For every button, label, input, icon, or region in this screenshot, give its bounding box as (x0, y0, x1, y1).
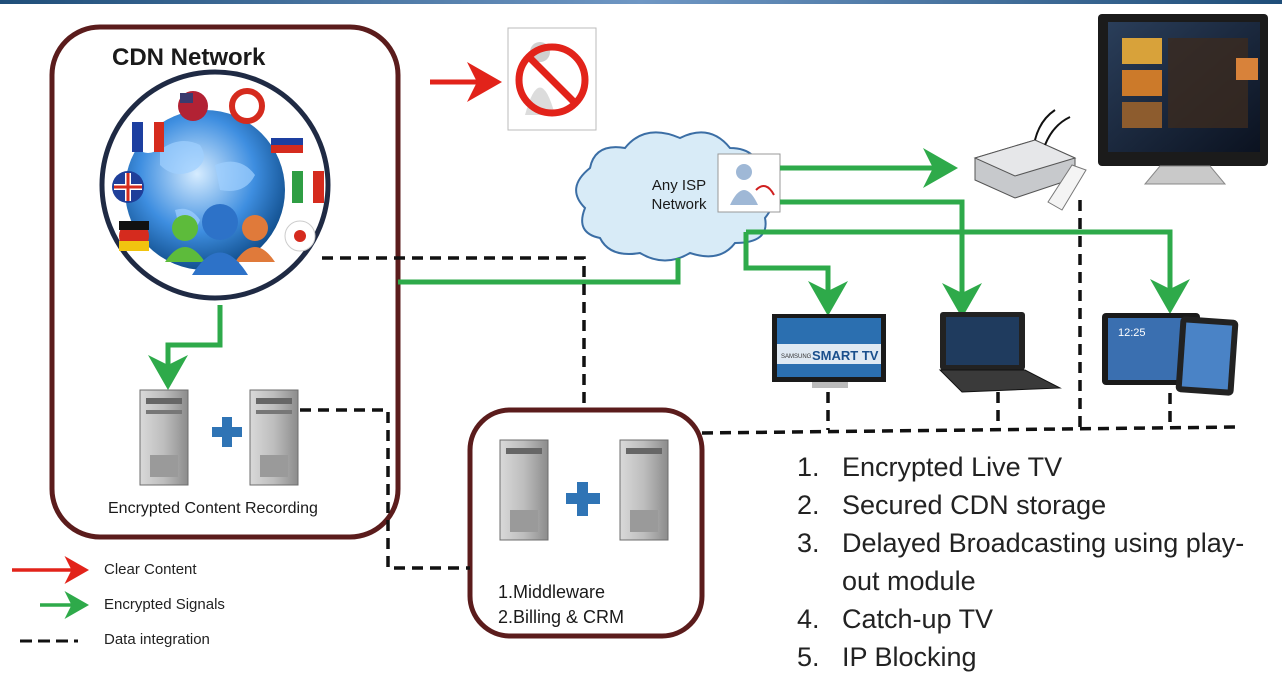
middleware-box (467, 407, 705, 639)
legend-encrypted-signals: Encrypted Signals (104, 596, 225, 613)
recording-server-2-icon (249, 389, 299, 486)
feature-item: 5.IP Blocking (797, 642, 977, 672)
middleware-server-1-icon (499, 439, 549, 541)
middleware-line2: 2.Billing & CRM (498, 607, 625, 627)
smart-tv-icon: SAMSUNG SMART TV (772, 314, 886, 388)
features-list: 1.Encrypted Live TV 2.Secured CDN storag… (797, 448, 1262, 676)
recording-label: Encrypted Content Recording (108, 500, 318, 517)
middleware-server-2-icon (619, 439, 669, 541)
top-accent-bar (0, 0, 1282, 4)
feature-item: 4.Catch-up TV (797, 604, 994, 634)
tablet-icon: 12:25 (1102, 313, 1239, 396)
middleware-line1: 1.Middleware (498, 582, 606, 602)
recording-server-1-icon (139, 389, 189, 486)
isp-network-label: Any ISP Network (624, 176, 734, 214)
smart-tv-brand: SAMSUNG (781, 354, 812, 360)
set-top-box-icon (973, 109, 1077, 199)
plus-icon (566, 482, 600, 516)
middleware-label: 1.Middleware 2.Billing & CRM (498, 580, 624, 630)
smart-tv-logo: SMART TV (812, 348, 879, 363)
feature-item: 2.Secured CDN storage (797, 490, 1107, 520)
feature-item: 1.Encrypted Live TV (797, 452, 1063, 482)
feature-item: 3.Delayed Broadcasting using play-out mo… (797, 528, 1245, 596)
tablet-time: 12:25 (1118, 327, 1146, 339)
isp-user-icon (717, 153, 781, 213)
cdn-network-title: CDN Network (112, 44, 266, 71)
isp-label-line1: Any ISP (651, 177, 707, 194)
laptop-icon (938, 312, 1062, 393)
large-tv-icon (1098, 14, 1268, 185)
remote-control-icon (1047, 164, 1087, 211)
isp-label-line2: Network (651, 196, 707, 213)
legend-clear-content: Clear Content (104, 561, 197, 578)
data-integration-lines (300, 200, 1241, 570)
no-access-icon (507, 27, 597, 131)
legend-data-integration: Data integration (104, 631, 210, 648)
cdn-globe-icon (99, 69, 331, 301)
plus-icon (212, 417, 242, 447)
encrypted-signal-lines (148, 148, 1190, 390)
